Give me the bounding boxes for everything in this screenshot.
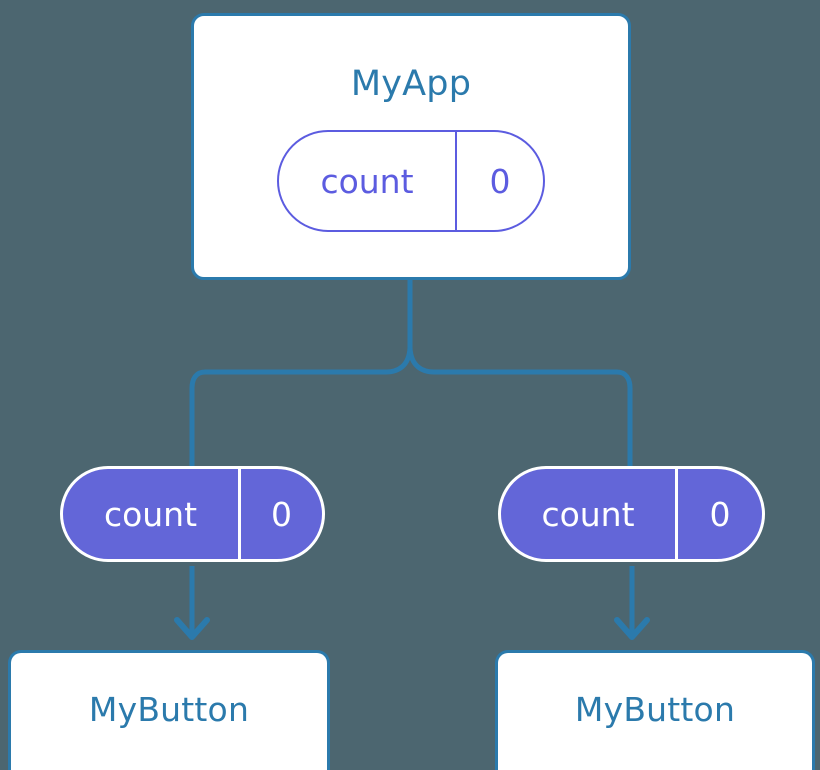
edge-split-fork-right (407, 347, 633, 466)
props-key-label: count (541, 494, 635, 534)
arrow-head-left-icon (174, 617, 210, 640)
arrow-head-right-icon (614, 617, 650, 640)
component-title-mybutton-right: MyButton (574, 690, 736, 729)
edge-split-fork-left (189, 347, 413, 466)
component-title-mybutton-left: MyButton (88, 690, 250, 729)
component-node-mybutton-left[interactable]: MyButton (8, 650, 330, 770)
props-pill-left-count[interactable]: count 0 (60, 466, 325, 562)
props-key-label: count (103, 494, 198, 534)
component-title-myapp: MyApp (350, 64, 472, 104)
props-pill-right-count[interactable]: count 0 (498, 466, 765, 562)
state-value-label: 0 (455, 132, 543, 230)
state-pill-myapp-count[interactable]: count 0 (277, 130, 545, 232)
state-key-label: count (320, 161, 414, 201)
props-value-label: 0 (238, 469, 322, 559)
props-value-label: 0 (675, 469, 762, 559)
component-node-mybutton-right[interactable]: MyButton (495, 650, 815, 770)
